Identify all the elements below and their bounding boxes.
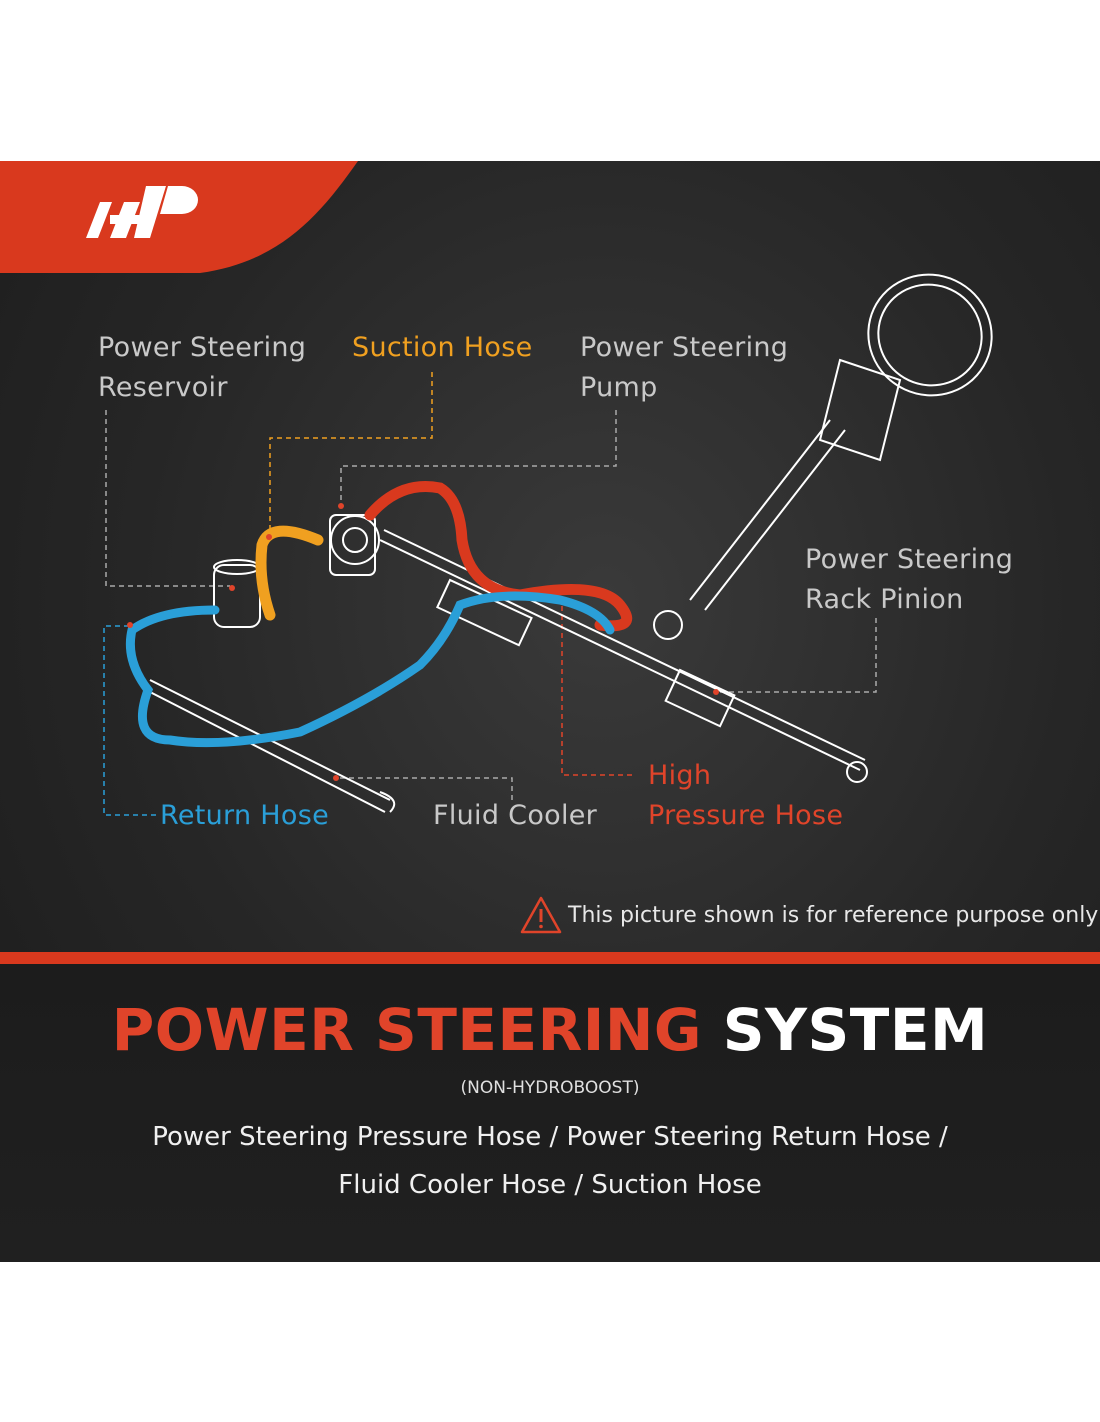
label-rack-line2: Rack Pinion xyxy=(805,584,964,615)
leader-reservoir xyxy=(105,410,230,587)
label-rack-pinion: Power Steering Rack Pinion xyxy=(805,540,1013,620)
label-rack-line1: Power Steering xyxy=(805,544,1014,575)
leader-cooler xyxy=(336,777,513,800)
brand-logo xyxy=(86,186,198,238)
description-line2: Fluid Cooler Hose / Suction Hose xyxy=(338,1170,762,1200)
reservoir-body xyxy=(213,559,261,628)
high-pressure-hose xyxy=(364,481,633,632)
label-suction-hose: Suction Hose xyxy=(352,332,533,363)
label-high-pressure-line2: Pressure Hose xyxy=(648,800,844,831)
logo-banner xyxy=(0,161,358,273)
description-line1: Power Steering Pressure Hose / Power Ste… xyxy=(152,1122,948,1152)
leader-pump xyxy=(340,410,617,505)
leader-return xyxy=(103,625,156,816)
label-fluid-cooler: Fluid Cooler xyxy=(433,800,598,831)
label-high-pressure-hose: High Pressure Hose xyxy=(648,756,843,836)
steering-column xyxy=(653,273,993,640)
label-pump: Power Steering Pump xyxy=(580,328,788,408)
pump-body xyxy=(329,514,380,576)
callout-dots xyxy=(127,503,719,781)
reference-notice-text: This picture shown is for reference purp… xyxy=(568,902,1099,928)
red-divider xyxy=(0,952,1100,964)
page-title: POWER STEERING SYSTEM xyxy=(0,996,1100,1064)
title-part1: POWER STEERING xyxy=(111,996,703,1064)
title-section xyxy=(0,964,1100,1262)
warning-triangle-icon xyxy=(520,896,562,934)
label-return-hose: Return Hose xyxy=(160,800,329,831)
label-reservoir-line2: Reservoir xyxy=(98,372,228,403)
steering-rack xyxy=(379,529,868,783)
suction-hose xyxy=(255,525,324,621)
label-pump-line2: Pump xyxy=(580,372,658,403)
return-hose xyxy=(125,591,615,748)
reference-notice: This picture shown is for reference purp… xyxy=(520,895,1098,935)
leader-rack xyxy=(720,618,877,693)
title-part2: SYSTEM xyxy=(722,996,989,1064)
subtitle: (NON-HYDROBOOST) xyxy=(460,1078,640,1098)
leader-suction xyxy=(269,372,433,535)
label-pump-line1: Power Steering xyxy=(580,332,789,363)
label-reservoir-line1: Power Steering xyxy=(98,332,307,363)
label-reservoir: Power Steering Reservoir xyxy=(98,328,306,408)
label-high-pressure-line1: High xyxy=(648,760,712,791)
